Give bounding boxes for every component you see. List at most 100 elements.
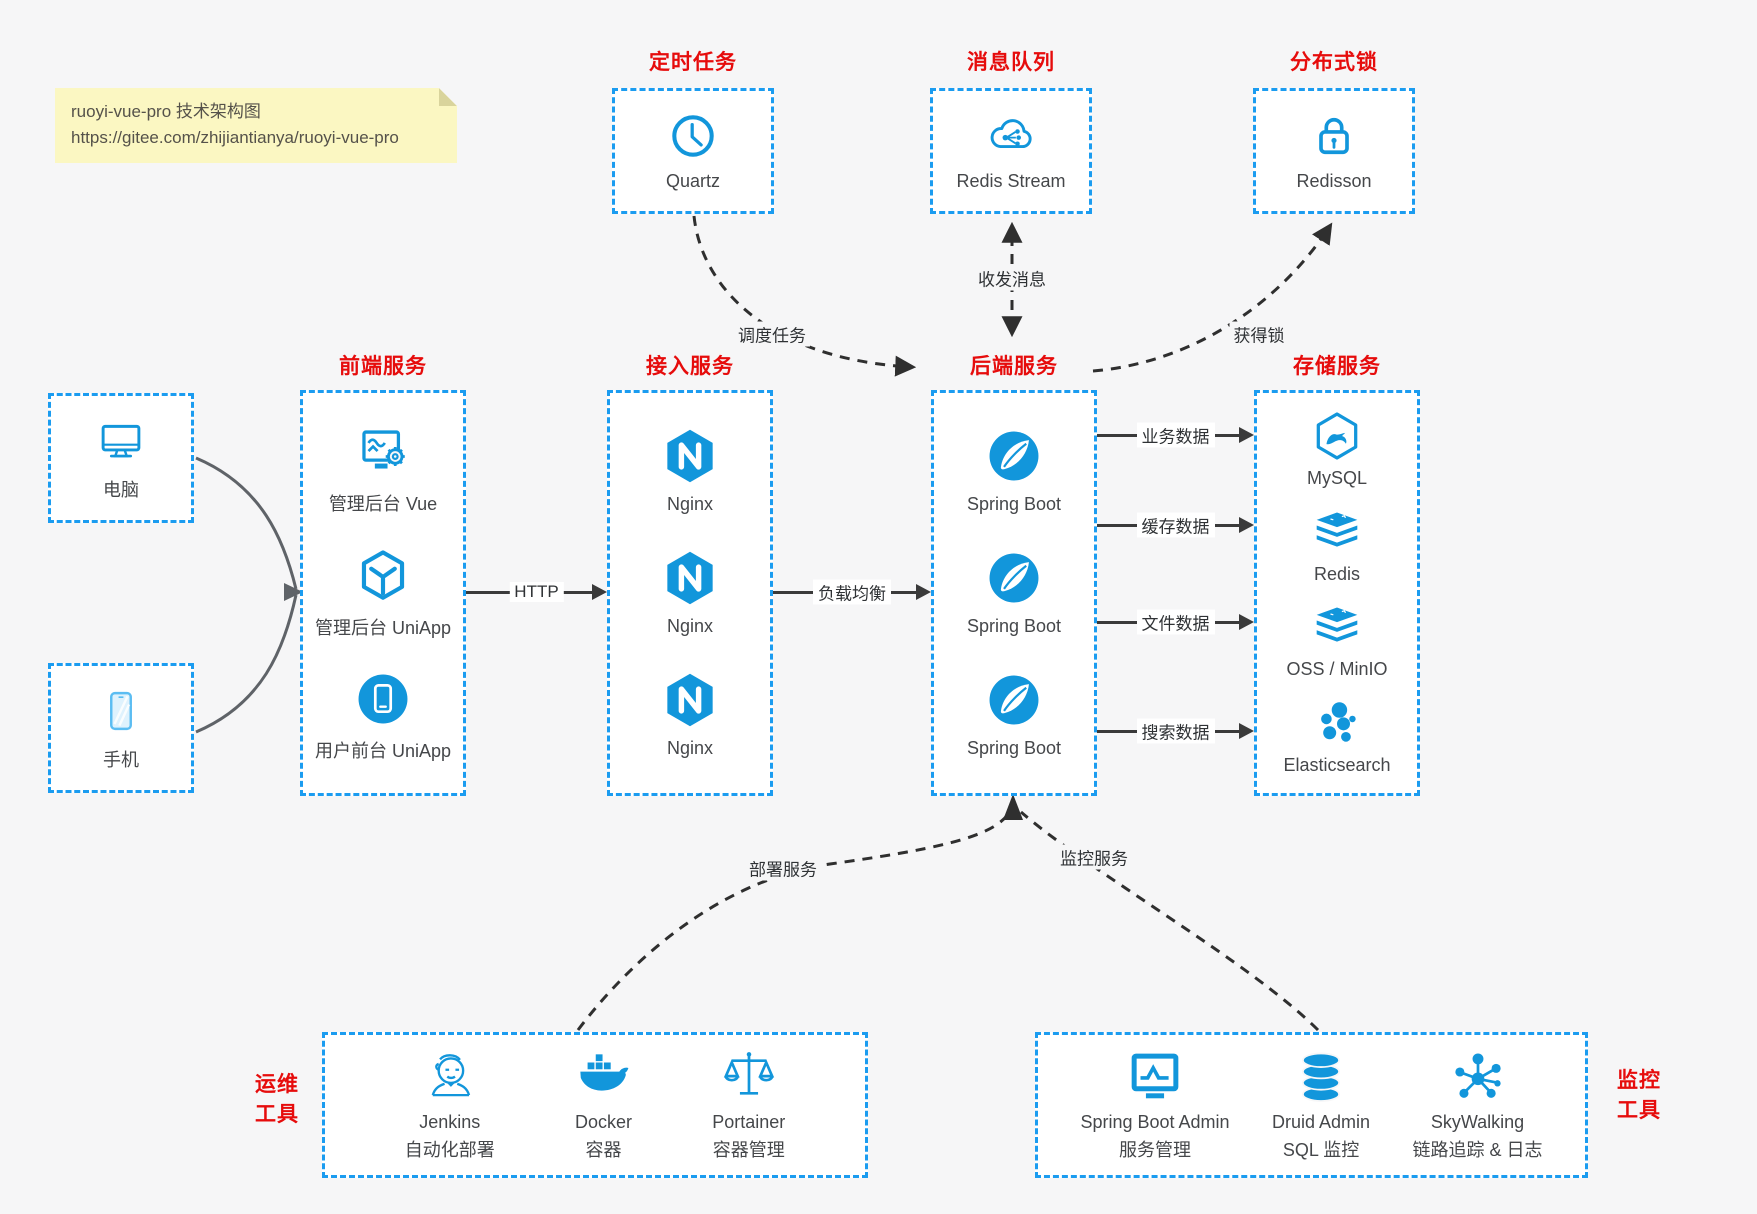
node-redisson: Redisson (1296, 110, 1372, 192)
client-mobile-box: 手机 (48, 663, 194, 793)
node-springboot-1: Spring Boot (967, 427, 1061, 515)
edge-business-data: 业务数据 (1097, 422, 1254, 448)
edge-label-load-balance: 负载均衡 (813, 579, 891, 605)
node-label: Nginx (666, 616, 714, 636)
gateway-group-box: Nginx Nginx Nginx (607, 390, 773, 796)
edge-label-http: HTTP (509, 582, 564, 602)
node-quartz: Quartz (666, 110, 720, 192)
database-icon (1292, 1048, 1350, 1106)
node-nginx-3: Nginx (661, 671, 719, 759)
node-desc: 自动化部署 (404, 1140, 495, 1160)
monitor-side-label: 监控 工具 (1617, 1069, 1661, 1123)
nginx-icon (661, 549, 719, 607)
lock-group-box: Redisson (1253, 88, 1415, 214)
scheduler-group-box: Quartz (612, 88, 774, 214)
converge-arrowhead (1003, 794, 1023, 820)
lock-icon (1308, 110, 1360, 162)
node-label: 手机 (103, 749, 139, 770)
node-label: Redisson (1296, 171, 1372, 191)
node-redis-stream: Redis Stream (956, 110, 1066, 192)
ops-side-label: 运维 工具 (255, 1073, 299, 1127)
edge-label-exchange-message: 收发消息 (974, 265, 1050, 291)
node-elasticsearch: Elasticsearch (1283, 697, 1391, 776)
node-oss-minio: OSS / MinIO (1286, 601, 1388, 680)
mq-group-box: Redis Stream (930, 88, 1092, 214)
node-spring-boot-admin: Spring Boot Admin 服务管理 (1080, 1048, 1230, 1163)
edge-file-data: 文件数据 (1097, 609, 1254, 635)
edge-load-balance: 负载均衡 (773, 579, 931, 605)
edge-deploy-service (576, 813, 1010, 1031)
node-label: Spring Boot (966, 494, 1062, 514)
arrowhead (592, 584, 607, 600)
node-admin-uniapp: 管理后台 UniApp (315, 547, 451, 640)
node-label: 管理后台 Vue (328, 494, 438, 515)
storage-stack-icon (1311, 601, 1363, 653)
edge-label-schedule-task: 调度任务 (734, 321, 810, 347)
node-mobile: 手机 (95, 685, 147, 772)
nginx-icon (661, 671, 719, 729)
edge-label-file-data: 文件数据 (1136, 609, 1215, 635)
arrowhead (1239, 427, 1254, 443)
node-label: Spring Boot (966, 738, 1062, 758)
docker-icon (574, 1048, 632, 1106)
desktop-icon (95, 415, 147, 467)
node-druid-admin: Druid Admin SQL 监控 (1272, 1048, 1370, 1163)
lock-group-title: 分布式锁 (1290, 51, 1378, 74)
node-label: 电脑 (103, 479, 139, 500)
node-label: Nginx (666, 494, 714, 514)
edge-label-cache-data: 缓存数据 (1136, 512, 1215, 538)
edge-label-business-data: 业务数据 (1136, 422, 1215, 448)
elasticsearch-icon (1311, 697, 1363, 749)
edge-label-acquire-lock: 获得锁 (1229, 321, 1289, 347)
node-name: Portainer (712, 1111, 786, 1132)
node-pc: 电脑 (95, 415, 147, 502)
spring-boot-icon (985, 427, 1043, 485)
node-label: 用户前台 UniApp (314, 740, 452, 761)
node-label: Quartz (665, 171, 721, 191)
edge-http: HTTP (466, 582, 607, 602)
node-redis: Redis (1311, 506, 1363, 585)
node-mysql: MySQL (1307, 410, 1367, 489)
node-desc: 链路追踪 & 日志 (1412, 1140, 1543, 1160)
node-springboot-3: Spring Boot (967, 671, 1061, 759)
node-label: MySQL (1306, 467, 1367, 488)
topology-icon (1449, 1048, 1507, 1106)
edge-cache-data: 缓存数据 (1097, 512, 1254, 538)
node-skywalking: SkyWalking 链路追踪 & 日志 (1413, 1048, 1543, 1163)
node-label: 管理后台 UniApp (314, 617, 452, 638)
edge-label-search-data: 搜索数据 (1136, 718, 1215, 744)
monitor-group-box: Spring Boot Admin 服务管理 Druid Admin SQL 监… (1035, 1032, 1588, 1178)
mobile-app-icon (354, 670, 412, 728)
sticky-note: ruoyi-vue-pro 技术架构图 https://gitee.com/zh… (55, 88, 457, 163)
node-desc: 服务管理 (1119, 1140, 1191, 1160)
node-name: Spring Boot Admin (1080, 1111, 1230, 1132)
frontend-group-box: 管理后台 Vue 管理后台 UniApp 用户前台 UniApp (300, 390, 466, 796)
node-label: Spring Boot (966, 616, 1062, 636)
storage-group-box: MySQL Redis OSS / MinIO Elasticsearch (1254, 390, 1420, 796)
node-jenkins: Jenkins 自动化部署 (405, 1048, 495, 1163)
node-admin-vue: 管理后台 Vue (329, 423, 437, 516)
cloud-share-icon (985, 110, 1037, 162)
edge-search-data: 搜索数据 (1097, 718, 1254, 744)
node-label: Elasticsearch (1283, 755, 1391, 776)
node-name: Docker (574, 1111, 632, 1132)
scheduler-group-title: 定时任务 (649, 51, 737, 74)
storage-stack-icon (1311, 506, 1363, 558)
node-name: Jenkins (419, 1111, 481, 1132)
clock-icon (667, 110, 719, 162)
admin-dashboard-icon (354, 423, 412, 481)
edge-label-deploy-service: 部署服务 (745, 855, 821, 881)
node-label: Redis (1313, 563, 1361, 584)
spring-boot-icon (985, 671, 1043, 729)
backend-group-box: Spring Boot Spring Boot Spring Boot (931, 390, 1097, 796)
node-springboot-2: Spring Boot (967, 549, 1061, 637)
nginx-icon (661, 427, 719, 485)
client-curves (195, 456, 298, 734)
node-docker: Docker 容器 (574, 1048, 632, 1163)
arrowhead (1239, 517, 1254, 533)
admin-monitor-icon (1126, 1048, 1184, 1106)
node-portainer: Portainer 容器管理 (712, 1048, 785, 1163)
node-name: Druid Admin (1272, 1111, 1371, 1132)
mq-group-title: 消息队列 (967, 51, 1055, 74)
node-desc: 容器管理 (712, 1140, 785, 1160)
